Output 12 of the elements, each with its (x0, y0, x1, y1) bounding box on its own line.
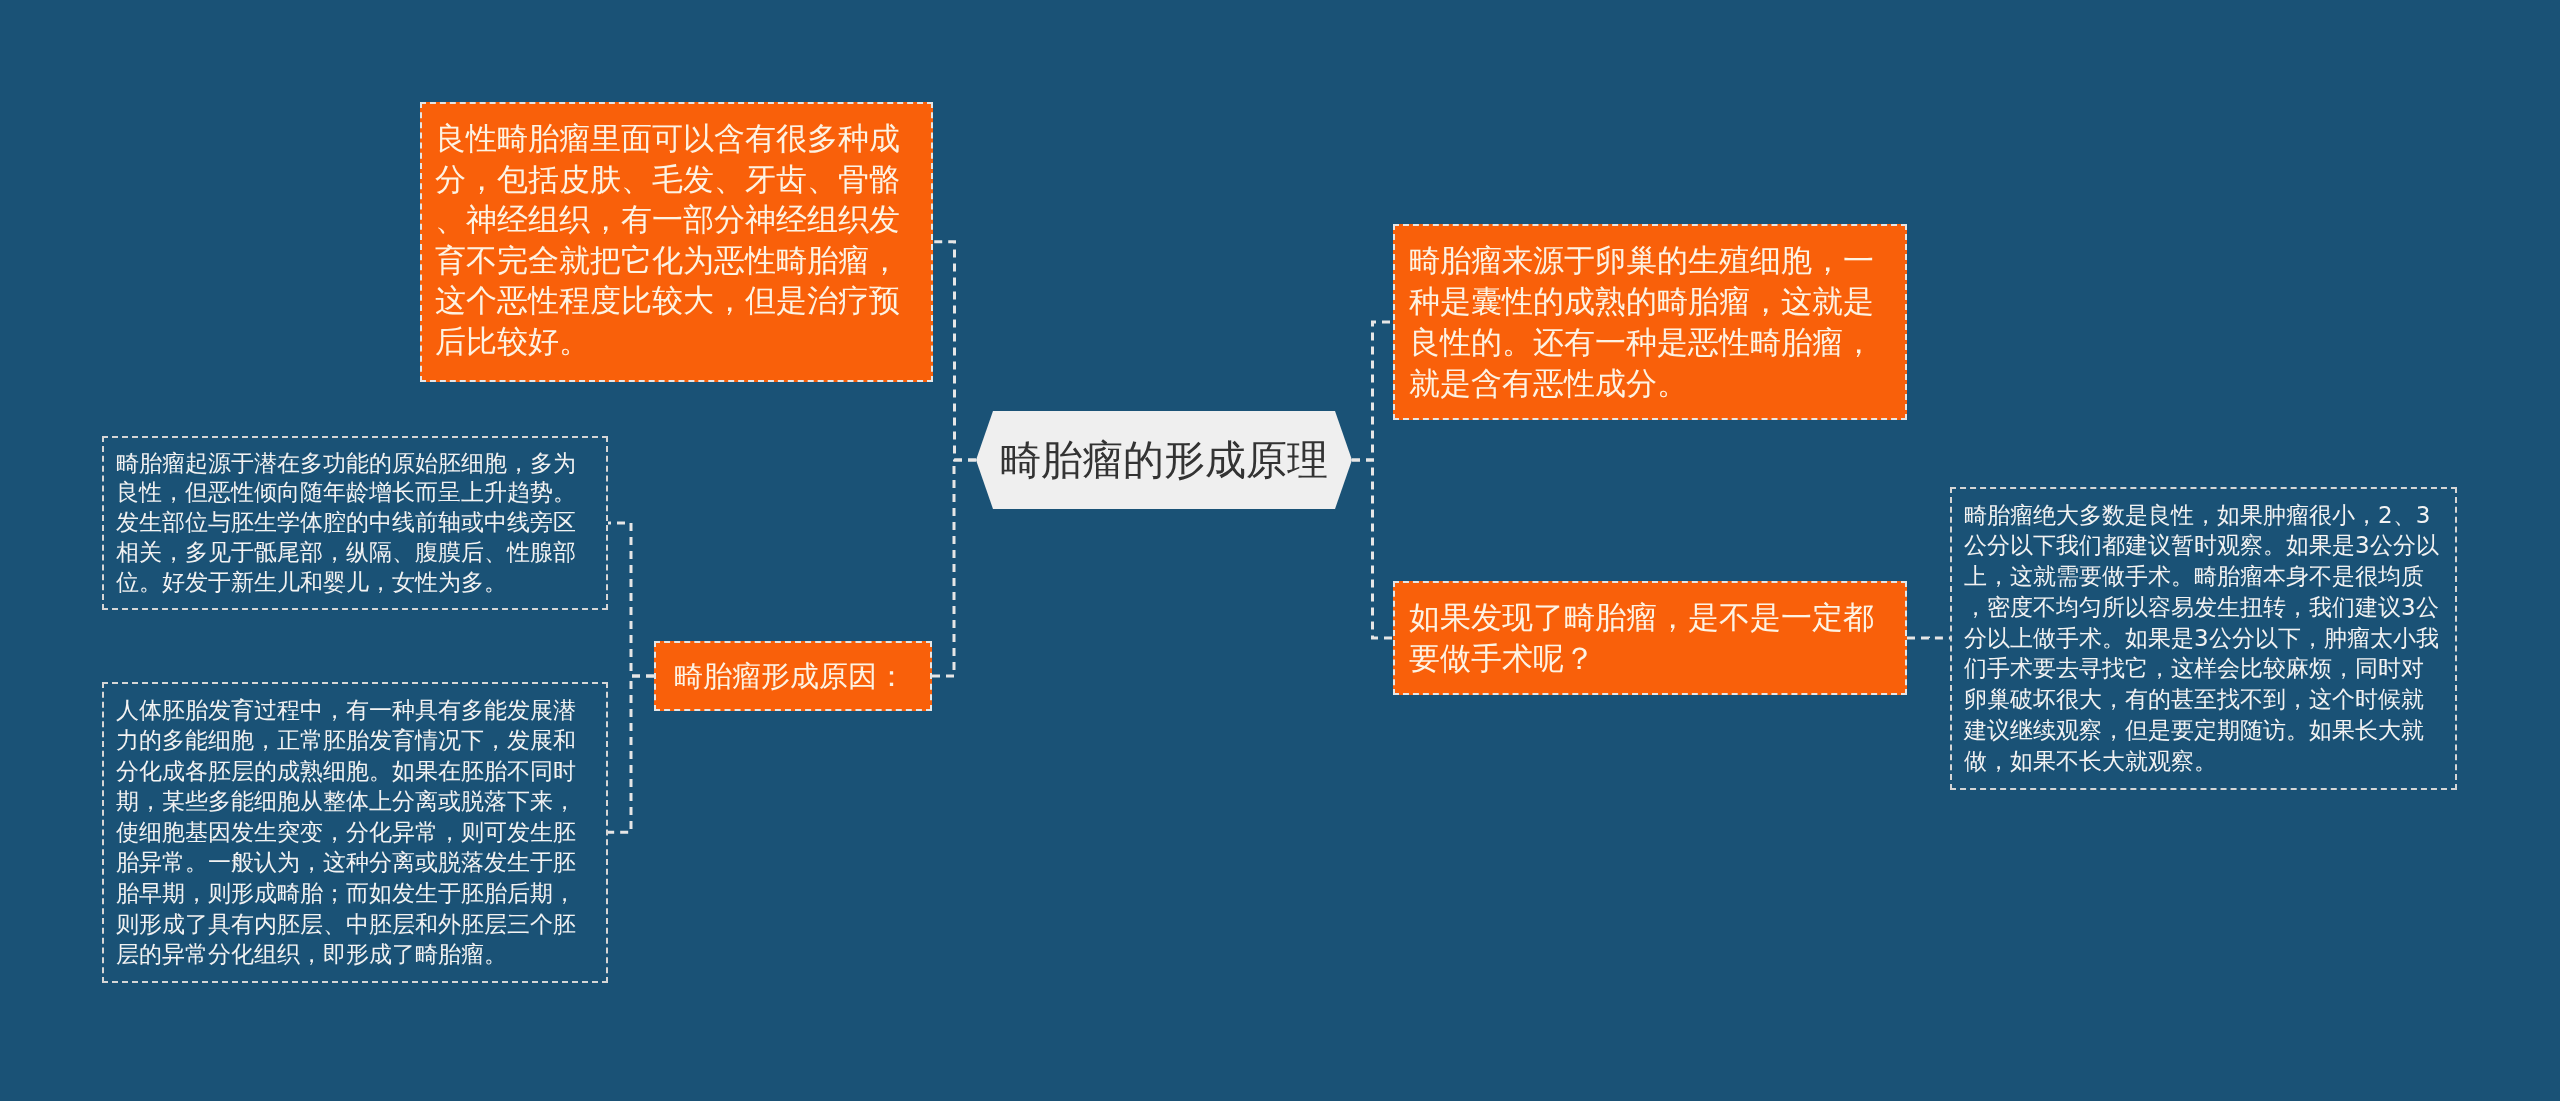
subtopic-box: 畸胎瘤形成原因： (654, 641, 932, 711)
note-box: 良性畸胎瘤里面可以含有很多种成分，包括皮肤、毛发、牙齿、骨骼、神经组织，有一部分神经组织发育不完全就把它化为恶性畸胎瘤，这个恶性程度比较大，但是治疗预后比较好。 (420, 102, 933, 382)
connector-line (932, 458, 976, 678)
note-box: 畸胎瘤绝大多数是良性，如果肿瘤很小，2、3公分以下我们都建议暂时观察。如果是3公分以上，这就需要做手术。畸胎瘤本身不是很均质，密度不均匀所以容易发生扭转，我们建议3公分以上做手术。如果是3公分以下，肿瘤太小我们手术要去寻找它，这样会比较麻烦，同时对卵巢破坏很大，有的甚至找不到，这个时候就建议继续观察，但是要定期随访。如果长大就做，如果不长大就观察。 (1950, 486, 2457, 790)
note-box: 人体胚胎发育过程中，有一种具有多能发展潜力的多能细胞，正常胚胎发育情况下，发展和分化成各胚层的成熟细胞。如果在胚胎不同时期，某些多能细胞从整体上分离或脱落下来，使细胞基因发生突变，分化异常，则可发生胚胎异常。一般认为，这种分离或脱落发生于胚胎早期，则形成畸胎；而如发生于胚胎后期，则形成了具有内胚层、中胚层和外胚层三个胚层的异常分化组织，即形成了畸胎瘤。 (102, 681, 608, 983)
connector-line (1352, 458, 1393, 640)
connector-line (608, 674, 654, 834)
question-box: 如果发现了畸胎瘤，是不是一定都要做手术呢？ (1393, 581, 1907, 695)
connector-line (1907, 636, 1950, 640)
topic-hexagon: 畸胎瘤的形成原理 (976, 411, 1352, 509)
note-box: 畸胎瘤起源于潜在多功能的原始胚细胞，多为良性，但恶性倾向随年龄增长而呈上升趋势。发生部位与胚生学体腔的中线前轴或中线旁区相关，多见于骶尾部，纵隔、腹膜后、性腺部位。好发于新生儿和婴儿，女性为多。 (102, 435, 608, 611)
note-box: 畸胎瘤来源于卵巢的生殖细胞，一种是囊性的成熟的畸胎瘤，这就是良性的。还有一种是恶性畸胎瘤，就是含有恶性成分。 (1393, 224, 1907, 420)
